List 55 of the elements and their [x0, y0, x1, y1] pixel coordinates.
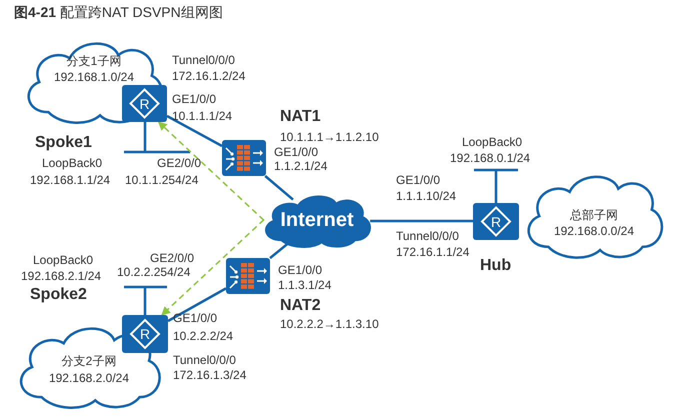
nat-mapping: 10.2.2.2→1.1.3.10	[280, 317, 379, 331]
interface-label: 192.168.0.1/24	[450, 151, 530, 165]
interface-label: 172.16.1.3/24	[173, 368, 246, 382]
interface-label: 1.1.1.10/24	[396, 189, 456, 203]
interface-label: GE1/0/0	[278, 263, 322, 277]
interface-label: GE1/0/0	[274, 145, 318, 159]
device-name: Hub	[480, 257, 512, 275]
device-name: Spoke1	[35, 134, 92, 152]
device-name: NAT2	[280, 297, 321, 315]
interface-label: 10.2.2.254/24	[117, 265, 190, 279]
interface-label: 172.16.1.1/24	[396, 245, 470, 259]
subnet-address: 192.168.1.0/24	[52, 70, 136, 85]
interface-label: GE1/0/0	[172, 92, 216, 106]
dashed-arrow	[158, 121, 264, 221]
interface-label: 1.1.2.1/24	[274, 159, 328, 173]
router-mark: R	[138, 94, 151, 112]
nat-mapping: 10.1.1.1→1.1.2.10	[280, 130, 379, 144]
dashed-arrow	[161, 219, 265, 316]
interface-label: GE2/0/0	[150, 251, 194, 265]
link-line	[370, 220, 473, 222]
interface-label: 10.1.1.1/24	[172, 109, 232, 123]
interface-label: 192.168.1.1/24	[30, 173, 110, 187]
subnet-name: 分支1子网	[66, 54, 122, 69]
subnet-address: 192.168.2.0/24	[48, 371, 130, 386]
router-icon	[122, 315, 168, 353]
interface-label: 1.1.3.1/24	[278, 278, 332, 292]
interface-label: GE1/0/0	[173, 311, 218, 325]
firewall-icon	[226, 258, 270, 294]
cloud-title: Internet	[279, 209, 355, 231]
interface-label: LoopBack0	[462, 135, 522, 149]
router-icon	[122, 85, 167, 122]
subnet-name: 总部子网	[569, 208, 619, 223]
subnet-name: 分支2子网	[60, 354, 118, 369]
interface-label: GE1/0/0	[396, 173, 440, 187]
interface-label: 10.1.1.254/24	[125, 173, 198, 187]
firewall-icon	[222, 140, 266, 176]
interface-label: GE2/0/0	[157, 156, 202, 170]
link-line	[264, 175, 294, 201]
interface-label: 10.2.2.2/24	[173, 329, 234, 343]
router-icon	[473, 203, 519, 240]
router-mark: R	[490, 212, 502, 230]
link-line	[166, 114, 223, 148]
device-name: NAT1	[280, 108, 321, 126]
subnet-address: 192.168.0.0/24	[552, 224, 636, 239]
interface-label: Tunnel0/0/0	[172, 53, 235, 67]
interface-label: LoopBack0	[33, 253, 94, 267]
interface-label: 192.168.2.1/24	[21, 269, 102, 283]
figure-title: 图4-21 配置跨NAT DSVPN组网图	[14, 4, 223, 22]
interface-label: Tunnel0/0/0	[396, 229, 459, 243]
link-line	[167, 287, 227, 322]
interface-label: Tunnel0/0/0	[173, 353, 236, 367]
interface-label: 172.16.1.2/24	[172, 69, 246, 83]
device-name: Spoke2	[30, 286, 87, 304]
router-mark: R	[138, 325, 152, 343]
interface-label: LoopBack0	[42, 156, 102, 170]
